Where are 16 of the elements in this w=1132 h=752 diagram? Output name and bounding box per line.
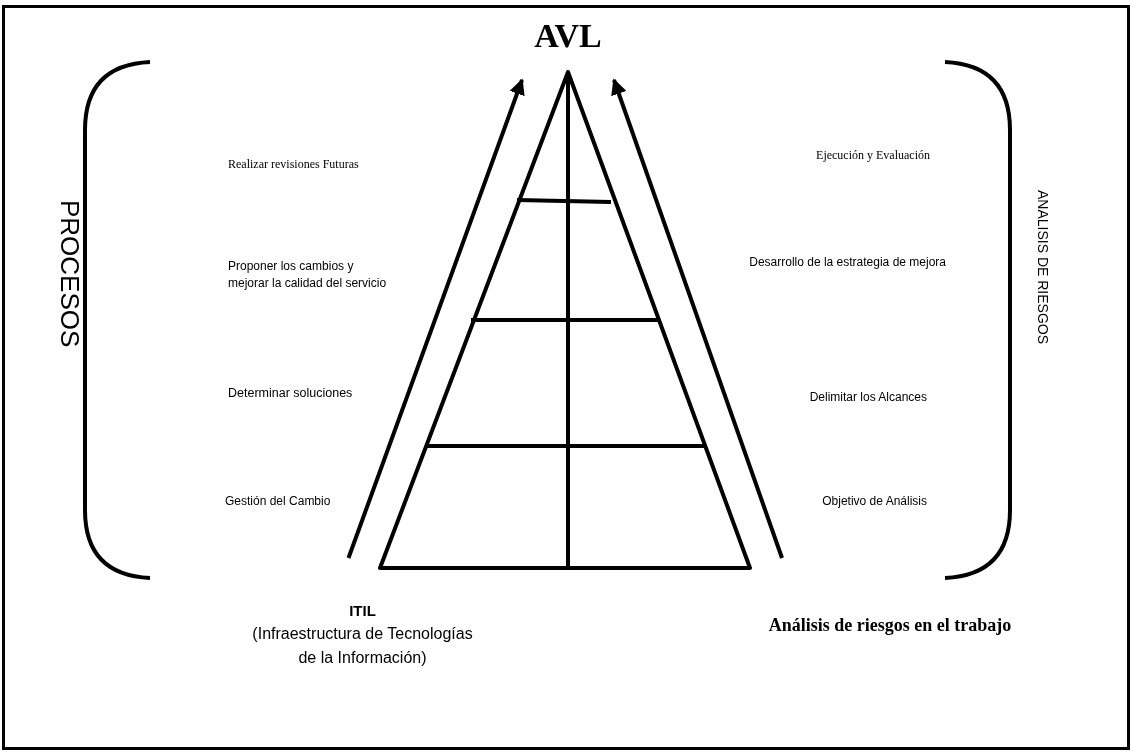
step-label: Desarrollo de la estrategia de mejora [749, 254, 946, 271]
arrow [611, 78, 784, 559]
arrow [346, 78, 525, 559]
step-label: Delimitar los Alcances [809, 389, 927, 406]
step-label: Objetivo de Análisis [822, 493, 927, 510]
section-label: PROCESOS [54, 200, 86, 348]
step-label: Gestión del Cambio [225, 493, 331, 510]
description-text: (Infraestructura de Tecnologías de la Información) [251, 624, 474, 668]
step-label: Proponer los cambios y mejorar la calidad del servicio [228, 258, 388, 292]
heading-text: Análisis de riesgos en el trabajo [768, 614, 1012, 637]
step-label: Ejecución y Evaluación [816, 147, 930, 164]
heading-text: ITIL [349, 601, 376, 621]
section-label: ANALISIS DE RIESGOS [1034, 190, 1052, 345]
step-label: Determinar soluciones [228, 385, 353, 402]
title-text: AVL [534, 16, 602, 56]
step-label: Realizar revisiones Futuras [228, 156, 359, 173]
